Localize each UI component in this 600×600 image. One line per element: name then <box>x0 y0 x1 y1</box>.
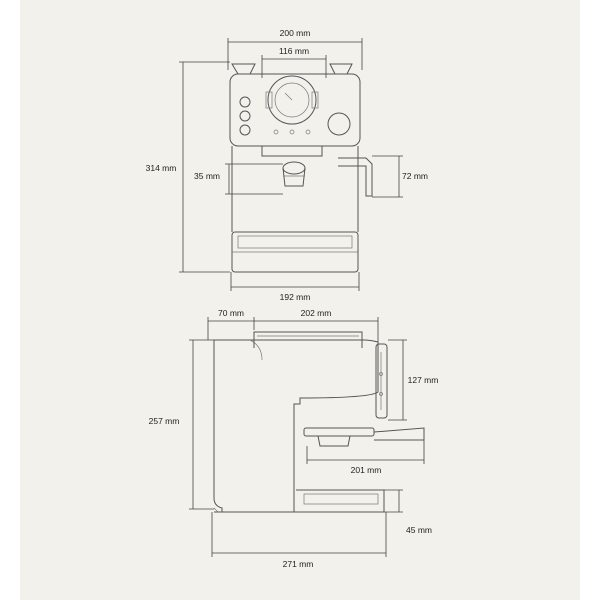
front-button-2 <box>239 110 251 122</box>
front-dimensions: 200 mm 116 mm 314 mm 35 mm 72 mm <box>146 28 428 302</box>
pressure-gauge-needle <box>284 92 293 101</box>
steam-wand <box>338 157 373 197</box>
side-portafilter-label: 201 mm <box>351 465 382 475</box>
portafilter-top <box>282 161 306 175</box>
side-portafilter-basket <box>317 435 351 447</box>
side-tray-height-label: 45 mm <box>406 525 432 535</box>
side-back-curve <box>249 339 263 361</box>
side-depth-total-label: 271 mm <box>283 559 314 569</box>
side-group-head <box>303 427 375 437</box>
side-portafilter-handle <box>373 427 425 441</box>
gauge-side-left <box>265 91 273 109</box>
front-button-1 <box>239 96 251 108</box>
front-spout-height-label: 35 mm <box>194 171 220 181</box>
indicator-light-2 <box>289 129 295 135</box>
front-button-3 <box>239 124 251 136</box>
front-view-machine <box>229 63 373 273</box>
side-top-rail <box>253 331 363 348</box>
front-upper-body <box>229 73 361 147</box>
side-dimensions: 70 mm 202 mm 257 mm 127 mm 201 mm <box>149 308 439 569</box>
front-width-base-label: 192 mm <box>280 292 311 302</box>
side-view-machine <box>213 331 425 513</box>
front-top-knob-left <box>231 63 256 75</box>
side-tray-grill <box>303 493 379 505</box>
steam-knob <box>327 112 351 136</box>
side-front-panel <box>375 343 388 419</box>
front-width-panel-label: 116 mm <box>279 46 309 56</box>
gauge-side-right <box>311 91 319 109</box>
side-panel-height-label: 127 mm <box>408 375 439 385</box>
pressure-gauge-dial <box>274 82 310 118</box>
side-depth-back-label: 70 mm <box>218 308 244 318</box>
side-main-body <box>213 339 379 513</box>
group-head <box>261 146 323 157</box>
indicator-light-3 <box>305 129 311 135</box>
front-height-label: 314 mm <box>146 163 177 173</box>
pressure-gauge-outer <box>267 75 317 125</box>
indicator-light-1 <box>273 129 279 135</box>
side-drip-tray <box>296 489 385 513</box>
front-top-knob-right <box>329 63 353 75</box>
drawing-sheet <box>20 0 580 600</box>
portafilter-body <box>282 167 306 187</box>
front-steam-wand-label: 72 mm <box>402 171 428 181</box>
side-height-label: 257 mm <box>149 416 180 426</box>
side-depth-top-label: 202 mm <box>301 308 332 318</box>
front-width-top-label: 200 mm <box>280 28 311 38</box>
front-drip-grill <box>237 235 353 249</box>
